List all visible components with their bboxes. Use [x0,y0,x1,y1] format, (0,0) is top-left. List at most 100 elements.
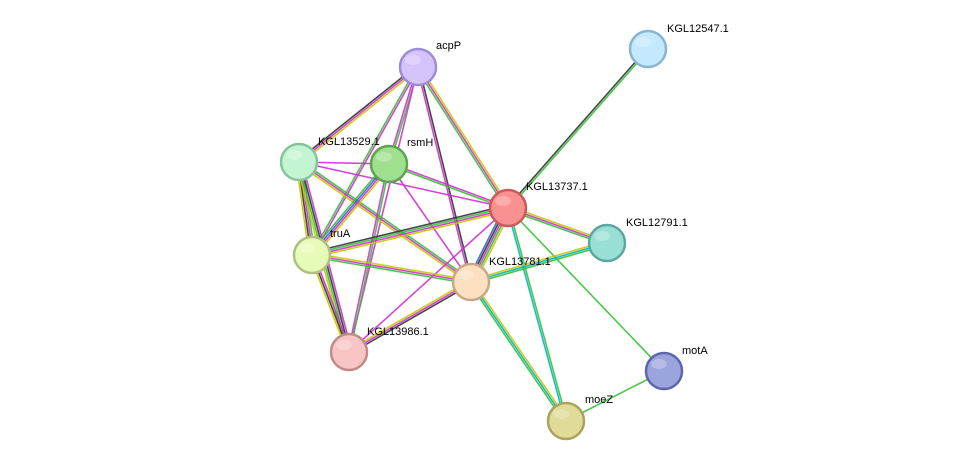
edge-line [298,161,472,283]
edge-rsmH-KGL13737.1 [388,162,509,210]
node-label: KGL13529.1 [318,136,380,148]
edge-line [312,164,391,257]
edge-acpP-KGL13529.1 [297,64,420,165]
edge-line [299,67,420,165]
edge-line [348,281,472,353]
edge-line [508,207,568,421]
edge-line [508,49,650,210]
node-moeZ[interactable]: moeZ [546,394,613,441]
edge-line [348,207,509,353]
edge-line [347,163,389,352]
edge-KGL13737.1-KGL13986.1 [348,207,509,353]
node-rsmH[interactable]: rsmH [369,137,433,184]
edge-line [471,244,608,285]
edge-line [418,66,473,282]
edge-line [299,159,473,282]
node-label: KGL12547.1 [667,23,729,35]
edge-line [297,64,418,162]
edge-line [298,66,419,163]
node-highlight [635,37,651,47]
edge-line [507,207,665,372]
node-circle[interactable] [279,142,319,182]
node-circle[interactable] [329,332,369,372]
node-circle[interactable] [587,223,627,263]
edge-KGL13781.1-moeZ [468,280,569,423]
edge-line [416,67,471,283]
edge-line [312,67,420,256]
edge-line [309,161,388,254]
node-label: acpP [436,40,461,52]
edge-line [471,280,569,421]
edge-rsmH-truA [309,161,392,258]
edge-acpP-KGL13737.1 [415,65,511,210]
node-truA[interactable]: truA [292,228,351,275]
node-KGL13529.1[interactable]: KGL13529.1 [279,136,380,182]
node-label: moeZ [585,394,613,406]
edge-line [506,47,648,208]
node-circle[interactable] [292,235,332,275]
node-circle[interactable] [398,47,438,87]
node-acpP[interactable]: acpP [398,40,461,87]
edge-KGL13781.1-KGL13986.1 [347,279,473,355]
node-motA[interactable]: motA [644,345,708,391]
node-KGL13737.1[interactable]: KGL13737.1 [488,181,588,228]
edge-line [415,67,508,210]
edge-KGL13737.1-truA [311,204,509,259]
node-circle[interactable] [546,401,586,441]
node-highlight [299,243,315,253]
edge-line [312,208,509,257]
node-label: KGL13737.1 [526,181,588,193]
edge-line [313,165,392,258]
edge-line [349,164,391,353]
edge-line [311,256,471,285]
edge-KGL13529.1-KGL13781.1 [297,159,473,285]
node-highlight [495,196,511,206]
edge-line [310,66,418,255]
edge-line [468,282,566,423]
node-highlight [405,55,421,65]
node-label: truA [330,228,351,240]
edge-line [470,281,567,422]
node-highlight [553,409,569,419]
edge-KGL13781.1-KGL12791.1 [470,240,608,285]
edge-line [311,206,508,255]
edge-line [311,204,508,254]
edge-line [297,162,471,285]
node-highlight [286,150,302,160]
edge-acpP-truA [310,66,420,256]
edge-acpP-KGL13781.1 [416,66,473,283]
edge-line [417,66,509,209]
node-circle[interactable] [644,351,684,391]
node-label: KGL13986.1 [367,326,429,338]
edge-line [389,162,509,208]
edge-KGL13737.1-moeZ [506,207,568,422]
node-KGL12791.1[interactable]: KGL12791.1 [587,217,688,263]
edge-line [388,164,508,210]
node-label: KGL12791.1 [626,217,688,229]
edge-line [470,242,608,283]
edge-line [310,162,389,255]
node-label: motA [682,345,708,357]
edge-line [312,252,472,281]
edge-line [349,282,473,355]
edge-line [506,208,566,422]
edge-KGL13737.1-motA [507,207,665,372]
node-KGL13781.1[interactable]: KGL13781.1 [451,256,551,302]
node-circle[interactable] [451,262,491,302]
edge-line [311,254,472,283]
edge-line [312,209,509,259]
node-highlight [651,359,667,369]
node-label: KGL13781.1 [489,256,551,268]
edge-line [470,240,607,281]
edge-KGL12547.1-KGL13737.1 [506,47,650,210]
node-circle[interactable] [488,188,528,228]
node-highlight [376,152,392,162]
node-label: rsmH [407,137,433,149]
node-highlight [594,231,610,241]
node-circle[interactable] [369,144,409,184]
node-circle[interactable] [628,29,668,69]
node-KGL12547.1[interactable]: KGL12547.1 [628,23,729,69]
node-KGL13986.1[interactable]: KGL13986.1 [329,326,429,372]
